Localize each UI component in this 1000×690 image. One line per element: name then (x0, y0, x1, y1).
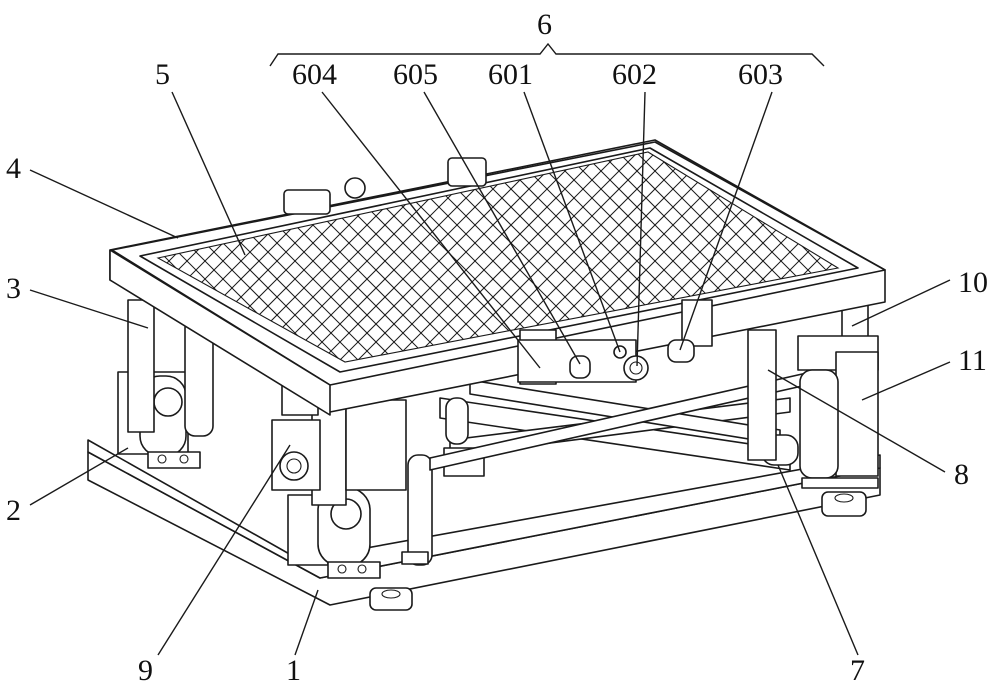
mesh-line (0, 120, 4, 420)
leg-left (127, 299, 214, 437)
mesh-line (369, 152, 671, 362)
mesh-line (621, 152, 838, 362)
label-602: 602 (612, 58, 657, 91)
group-brace (269, 42, 825, 67)
support-rod (429, 329, 821, 471)
frame (109, 139, 886, 416)
mesh-line (405, 152, 707, 362)
label-group-6: 6 (537, 8, 552, 41)
label-11: 11 (958, 344, 987, 377)
label-5: 5 (155, 58, 170, 91)
mesh-line (351, 152, 653, 362)
mesh-line (657, 152, 838, 362)
label-4: 4 (6, 152, 21, 185)
mesh-line (603, 152, 838, 362)
clamp-assembly (517, 339, 695, 383)
mesh-line (0, 120, 4, 420)
label-601: 601 (488, 58, 533, 91)
mesh-line (639, 152, 838, 362)
label-3: 3 (6, 272, 21, 305)
label-1: 1 (286, 654, 301, 687)
label-9: 9 (138, 654, 153, 687)
leader-lines (29, 91, 951, 656)
drive-gear (271, 384, 407, 491)
mesh-line (333, 152, 635, 362)
label-603: 603 (738, 58, 783, 91)
label-10: 10 (958, 266, 988, 299)
base-plate (87, 439, 881, 611)
label-2: 2 (6, 494, 21, 527)
sleeve-right (797, 335, 879, 489)
label-604: 604 (292, 58, 337, 91)
label-7: 7 (850, 654, 865, 687)
label-8: 8 (954, 458, 969, 491)
label-605: 605 (393, 58, 438, 91)
hinge-support-front (287, 487, 381, 579)
mesh-line (387, 152, 689, 362)
mesh-line (423, 152, 725, 362)
